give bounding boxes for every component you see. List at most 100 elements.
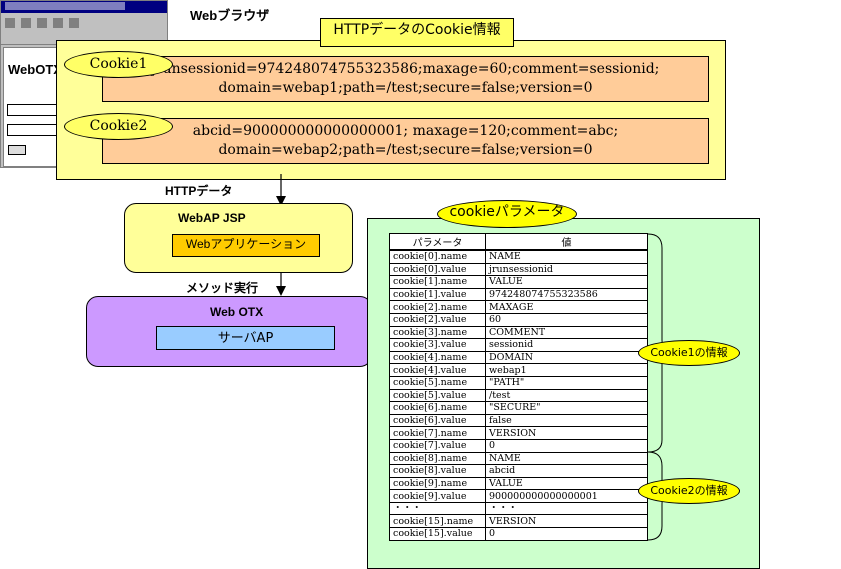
cookie2-line2: domain=webap2;path=/test;secure=false;ve…	[218, 142, 593, 158]
param-value-cell: COMMENT	[485, 325, 648, 340]
browser-toolbar	[1, 14, 167, 45]
webotx-title: Web OTX	[210, 305, 264, 319]
method-exec-label: メソッド実行	[186, 281, 259, 295]
param-value-cell: sessionid	[485, 338, 648, 352]
arrow-head-otx	[276, 286, 286, 296]
param-name-cell: cookie[3].value	[389, 338, 486, 352]
browser-title-bar	[1, 1, 167, 13]
param-value-cell: NAME	[485, 249, 648, 264]
param-value-cell: /test	[485, 388, 648, 403]
param-header-name: パラメータ	[389, 233, 486, 251]
cookie1-brace	[647, 233, 670, 453]
param-header-value: 値	[485, 233, 648, 251]
cookie1-info-label: Cookie1の情報	[638, 340, 740, 366]
table-row: ・・・・・・	[389, 501, 648, 516]
param-value-cell: 0	[485, 527, 648, 541]
param-name-cell: ・・・	[389, 501, 486, 516]
param-value-cell: 60	[485, 312, 648, 327]
web-application-box: Webアプリケーション	[172, 234, 320, 257]
cookie1-row: jrunsessionid=974248074755323586;maxage=…	[102, 56, 709, 102]
param-name-cell: cookie[1].value	[389, 287, 486, 302]
arrow-head-webap	[276, 196, 286, 206]
param-title: cookieパラメータ	[437, 200, 577, 228]
browser-caption: Webブラウザ	[190, 8, 270, 23]
cookie2-brace	[647, 451, 670, 541]
param-name-cell: cookie[6].name	[389, 401, 486, 415]
table-row: cookie[6].name"SECURE"	[389, 401, 648, 415]
cookie2-line1: abcid=900000000000000001; maxage=120;com…	[192, 123, 619, 139]
param-name-cell: cookie[8].value	[389, 464, 486, 478]
param-value-cell: VERSION	[485, 514, 648, 529]
param-name-cell: cookie[5].name	[389, 375, 486, 390]
param-value-cell: VALUE	[485, 476, 648, 491]
cookie1-line1: jrunsessionid=974248074755323586;maxage=…	[151, 61, 660, 77]
table-row: cookie[5].name"PATH"	[389, 375, 648, 390]
param-name-cell: cookie[3].name	[389, 325, 486, 340]
cookie2-info-label: Cookie2の情報	[638, 478, 740, 504]
param-name-cell: cookie[5].value	[389, 388, 486, 403]
param-value-cell: jrunsessionid	[485, 262, 648, 277]
param-value-cell: ・・・	[485, 501, 648, 516]
http-data-label: HTTPデータ	[165, 184, 233, 198]
param-name-cell: cookie[9].value	[389, 489, 486, 503]
param-name-cell: cookie[9].name	[389, 476, 486, 491]
browser-submit-button	[8, 145, 26, 155]
param-value-cell: webap1	[485, 363, 648, 377]
param-name-cell: cookie[0].name	[389, 249, 486, 264]
param-value-cell: "PATH"	[485, 375, 648, 390]
param-value-cell: MAXAGE	[485, 300, 648, 314]
param-name-cell: cookie[2].name	[389, 300, 486, 314]
param-table-header: パラメータ 値	[389, 233, 648, 251]
param-value-cell: VALUE	[485, 275, 648, 289]
param-name-cell: cookie[7].name	[389, 426, 486, 440]
cookie1-label: Cookie1	[64, 51, 173, 78]
param-name-cell: cookie[2].value	[389, 312, 486, 327]
webap-title: WebAP JSP	[178, 211, 246, 225]
param-name-cell: cookie[1].name	[389, 275, 486, 289]
browser-page-title: WebOTX	[8, 62, 62, 77]
param-value-cell: 900000000000000001	[485, 489, 648, 503]
param-value-cell: NAME	[485, 451, 648, 466]
param-value-cell: DOMAIN	[485, 350, 648, 365]
param-name-cell: cookie[8].name	[389, 451, 486, 466]
param-name-cell: cookie[6].value	[389, 413, 486, 428]
param-value-cell: abcid	[485, 464, 648, 478]
param-value-cell: false	[485, 413, 648, 428]
param-value-cell: "SECURE"	[485, 401, 648, 415]
param-value-cell: 974248074755323586	[485, 287, 648, 302]
cookie1-line2: domain=webap1;path=/test;secure=false;ve…	[218, 80, 593, 96]
param-name-cell: cookie[0].value	[389, 262, 486, 277]
cookie-section-title: HTTPデータのCookie情報	[320, 18, 514, 47]
server-ap-box: サーバAP	[156, 326, 335, 350]
cookie2-label: Cookie2	[64, 113, 173, 140]
grouping-braces	[647, 233, 670, 541]
param-name-cell: cookie[7].value	[389, 438, 486, 453]
table-row: cookie[5].value/test	[389, 388, 648, 403]
param-name-cell: cookie[4].name	[389, 350, 486, 365]
param-name-cell: cookie[15].value	[389, 527, 486, 541]
param-value-cell: 0	[485, 438, 648, 453]
param-name-cell: cookie[15].name	[389, 514, 486, 529]
param-value-cell: VERSION	[485, 426, 648, 440]
cookie2-row: abcid=900000000000000001; maxage=120;com…	[102, 118, 709, 164]
